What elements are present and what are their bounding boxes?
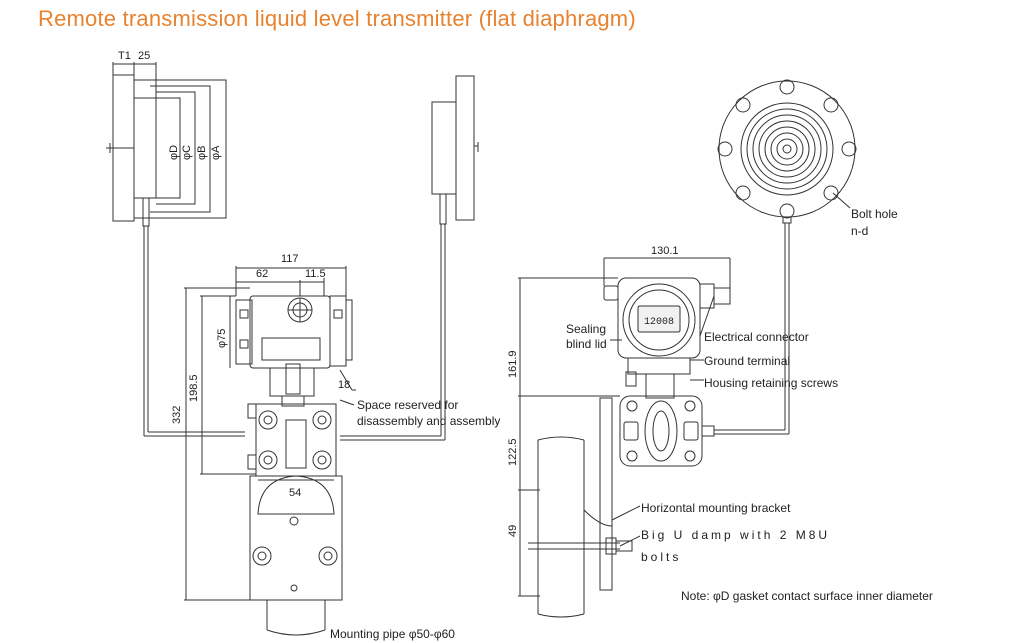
dim-130-1: 130.1 — [651, 245, 679, 257]
display-value: 12008 — [644, 317, 674, 328]
dim-49: 49 — [507, 525, 519, 537]
dim-phi-75: φ75 — [216, 329, 228, 348]
dim-161-9: 161.9 — [507, 350, 519, 378]
page-title: Remote transmission liquid level transmi… — [38, 6, 636, 31]
space-reserved-label-1: Space reserved for — [357, 398, 458, 412]
horizontal-bracket-label: Horizontal mounting bracket — [641, 501, 791, 515]
dim-54: 54 — [289, 487, 301, 499]
dim-117: 117 — [281, 253, 299, 265]
dim-phi-c: φC — [181, 145, 193, 160]
dim-phi-a: φA — [210, 145, 222, 160]
dim-18: 18 — [338, 379, 350, 391]
bolt-hole-label-1: Bolt hole — [851, 207, 898, 221]
u-clamp-label-2: bolts — [641, 550, 681, 564]
ground-terminal-label: Ground terminal — [704, 354, 790, 368]
electrical-connector-label: Electrical connector — [704, 330, 809, 344]
bolt-hole-label-2: n-d — [851, 224, 868, 238]
u-clamp-label-1: Big U damp with 2 M8U — [641, 528, 830, 542]
dim-11-5: 11.5 — [305, 268, 326, 280]
dim-198-5: 198.5 — [188, 374, 200, 402]
dim-62: 62 — [256, 268, 268, 280]
dim-phi-b: φB — [196, 146, 208, 160]
right-flange-front — [717, 79, 857, 434]
dim-t1: T1 — [118, 50, 131, 62]
note-label: Note: φD gasket contact surface inner di… — [681, 589, 933, 603]
mounting-pipe-label: Mounting pipe φ50-φ60 — [330, 627, 455, 641]
left-transmitter — [235, 295, 353, 636]
sealing-label-2: blind lid — [566, 337, 607, 351]
dim-122-5: 122.5 — [507, 438, 519, 466]
middle-flange-assembly — [431, 75, 479, 440]
dim-phi-d: φD — [168, 145, 180, 160]
housing-screws-label: Housing retaining screws — [704, 376, 838, 390]
left-flange-assembly — [106, 62, 227, 436]
sealing-label-1: Sealing — [566, 322, 606, 336]
space-reserved-label-2: disassembly and assembly — [357, 414, 500, 428]
right-transmitter — [528, 277, 731, 618]
dim-25: 25 — [138, 50, 150, 62]
dim-332: 332 — [171, 406, 183, 424]
